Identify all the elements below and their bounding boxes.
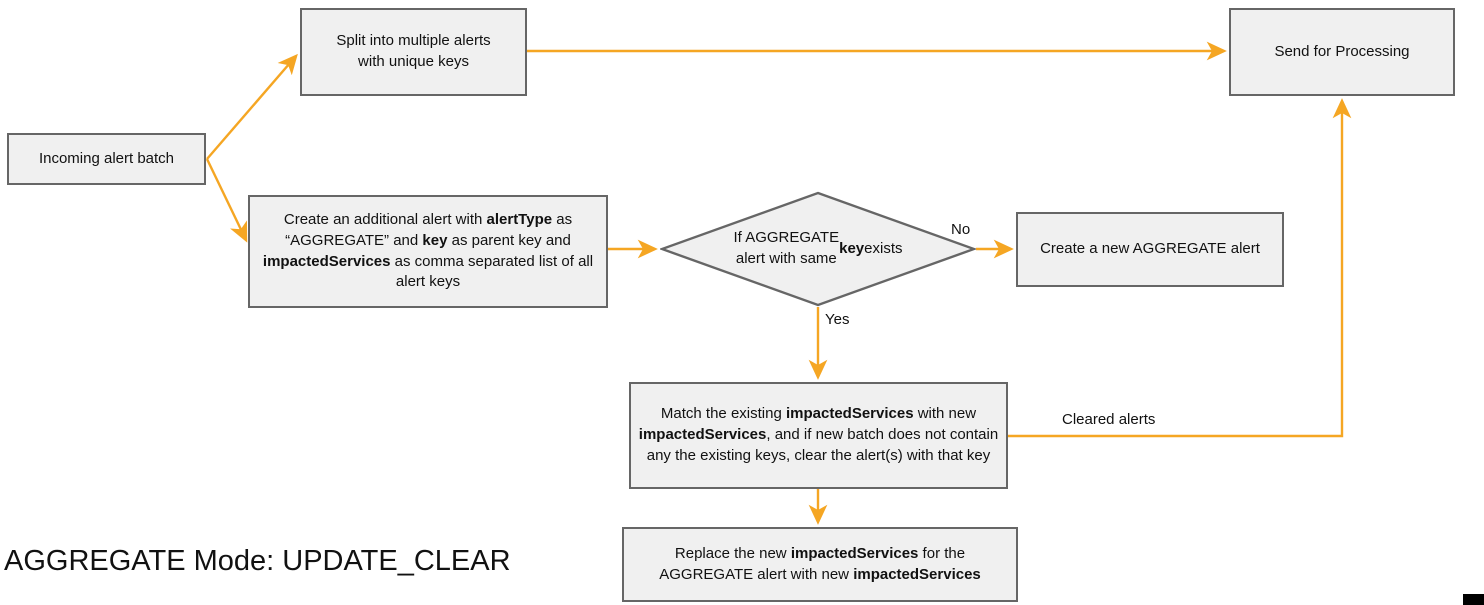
node-label: Create an additional alert with alertTyp…: [262, 211, 594, 291]
edge-label-cleared-alerts: Cleared alerts: [1062, 411, 1156, 428]
node-send-for-processing[interactable]: Send for Processing: [1229, 8, 1455, 96]
edge-label-no: No: [951, 221, 971, 238]
node-label: Send for Processing: [1274, 42, 1410, 60]
node-label: Replace the new impactedServices for the…: [659, 544, 981, 583]
corner-marker: [1463, 594, 1484, 605]
node-label: Incoming alert batch: [38, 149, 175, 167]
edge-label-yes: Yes: [825, 311, 850, 328]
node-replace-impacted-services[interactable]: Replace the new impactedServices for the…: [622, 527, 1018, 602]
edge-incoming-to-split: [206, 53, 298, 160]
node-match-impacted-services[interactable]: Match the existing impactedServices with…: [629, 382, 1008, 489]
node-label: Create a new AGGREGATE alert: [1040, 240, 1260, 258]
diagram-caption: AGGREGATE Mode: UPDATE_CLEAR: [4, 545, 511, 577]
diamond-shape: [660, 191, 976, 307]
node-create-additional-alert[interactable]: Create an additional alert with alertTyp…: [248, 195, 608, 308]
node-label: Match the existing impactedServices with…: [638, 405, 999, 464]
node-create-new-aggregate-alert[interactable]: Create a new AGGREGATE alert: [1016, 212, 1284, 287]
edge-incoming-to-create-additional: [205, 158, 248, 243]
node-incoming-alert-batch[interactable]: Incoming alert batch: [7, 133, 206, 185]
